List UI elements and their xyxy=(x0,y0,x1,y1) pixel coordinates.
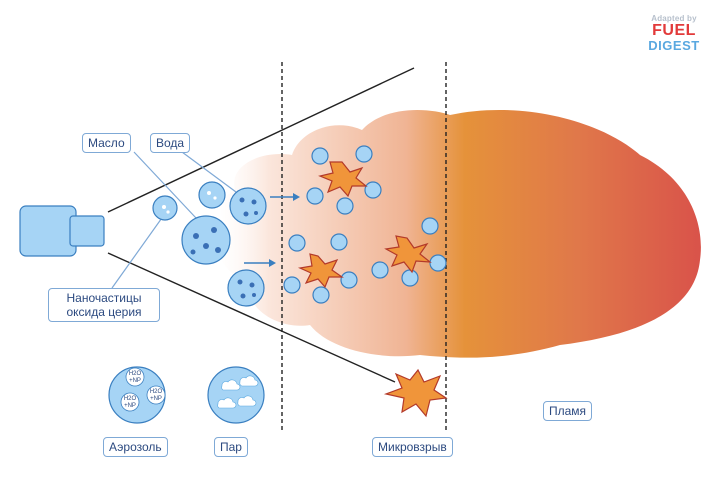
droplet-lower xyxy=(227,269,265,307)
np-text-2b: +NP xyxy=(150,396,162,402)
label-vapor: Пар xyxy=(214,437,248,457)
leader-lines xyxy=(111,151,237,289)
label-nanoparticles: Наночастицы оксида церия xyxy=(48,288,160,322)
vapor-droplets xyxy=(283,145,447,304)
label-water: Вода xyxy=(150,133,191,153)
spray-cone-upper-line xyxy=(107,67,415,213)
explosion-burst-1 xyxy=(318,161,368,198)
np-text-2a: H2O xyxy=(150,389,163,395)
label-aerosol: Аэрозоль xyxy=(103,437,168,457)
np-text-3a: H2O xyxy=(124,396,137,402)
droplet-mid xyxy=(198,181,226,209)
spray-cone-lower-line xyxy=(107,252,396,383)
explosion-burst-legend xyxy=(383,368,448,418)
badge-adapted-text: Adapted by xyxy=(651,14,697,23)
np-text-1a: H2O xyxy=(129,371,142,377)
explosion-burst-2 xyxy=(384,235,432,274)
badge-brand-top: FUEL xyxy=(652,22,696,39)
explosion-burst-3 xyxy=(297,253,344,289)
emulsion-droplets xyxy=(152,181,267,307)
label-microexplosion: Микровзрыв xyxy=(372,437,453,457)
label-oil: Масло xyxy=(82,133,131,153)
fuel-digest-badge: Adapted by FUEL DIGEST xyxy=(642,14,706,52)
microexplosion-bursts xyxy=(297,161,448,418)
flow-arrows xyxy=(244,193,300,267)
flame-cloud xyxy=(218,109,701,358)
droplet-small xyxy=(152,195,178,221)
badge-brand-bottom: DIGEST xyxy=(648,38,700,53)
droplet-large-oil xyxy=(181,215,231,265)
aerosol-legend-droplet: H2O +NP H2O +NP H2O +NP xyxy=(108,366,166,424)
injector-nozzle xyxy=(19,205,105,257)
np-text-3b: +NP xyxy=(124,403,136,409)
vapor-legend-droplet xyxy=(207,366,265,424)
label-flame: Пламя xyxy=(543,401,593,421)
np-text-1b: +NP xyxy=(129,378,141,384)
droplet-water xyxy=(229,187,267,225)
